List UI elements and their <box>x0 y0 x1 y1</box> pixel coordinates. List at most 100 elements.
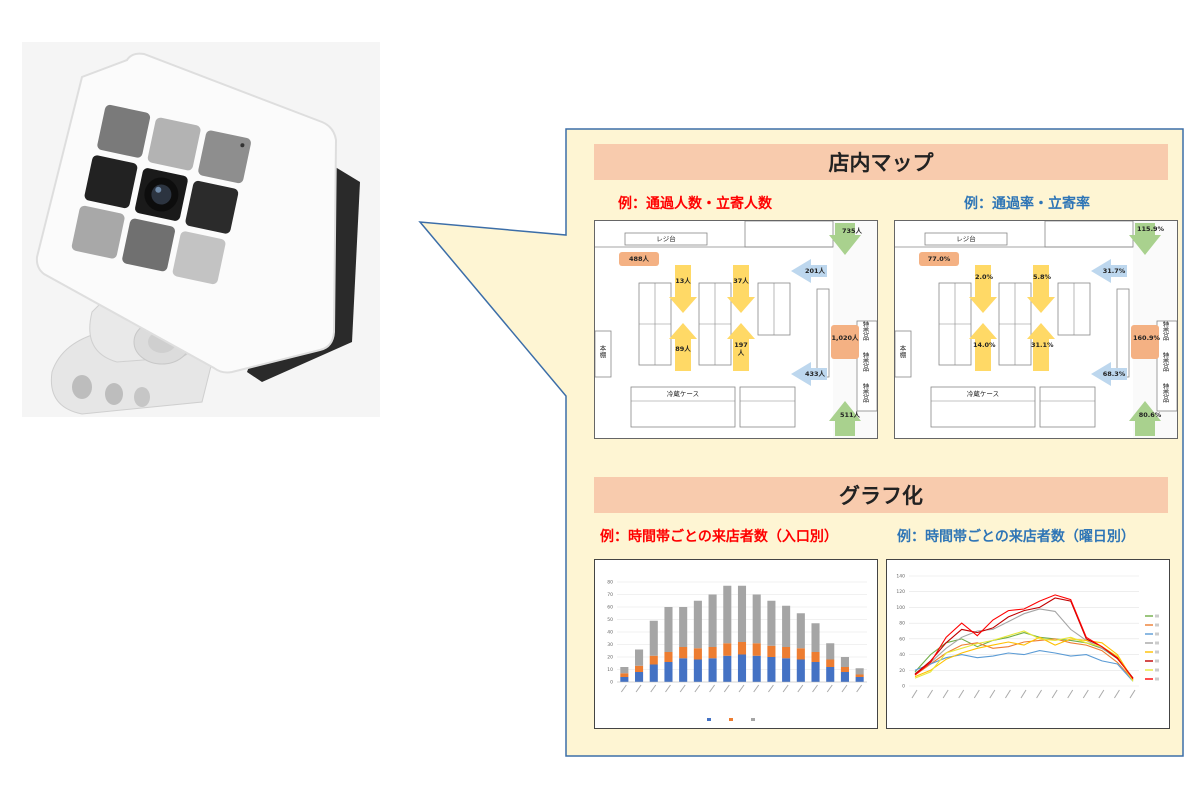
rate-side-box: 160.9% <box>1133 334 1161 342</box>
bar-segment <box>664 607 673 652</box>
camera-device-photo <box>22 42 380 417</box>
bar-segment <box>723 643 732 656</box>
map-section-title: 店内マップ <box>594 144 1168 180</box>
line-x-tick-mark <box>1051 689 1058 699</box>
bar-segment <box>708 647 717 659</box>
bar-x-tick-mark <box>768 684 774 693</box>
line-y-tick-label: 80 <box>899 621 905 627</box>
bar-segment <box>855 668 864 675</box>
bar-x-tick-mark <box>826 684 833 693</box>
line-x-tick-mark <box>927 689 933 699</box>
bar-segment <box>664 652 673 662</box>
bar-segment <box>679 647 688 659</box>
line-series <box>914 630 1134 682</box>
bar-segment <box>782 658 791 682</box>
bar-segment <box>737 642 747 655</box>
line-series <box>914 597 1134 679</box>
bookshelf-label: 本棚 <box>898 345 906 358</box>
bar-legend-swatch <box>751 718 755 721</box>
rate-entrance-bottom: 80.6% <box>1138 411 1162 419</box>
bar-segment <box>620 673 629 677</box>
bar-legend-swatch <box>729 718 733 721</box>
bar-x-tick-mark <box>723 684 730 693</box>
bar-x-tick-mark <box>738 684 745 693</box>
bar-segment <box>767 645 776 657</box>
special-label-2: 特売品 <box>1161 352 1169 372</box>
bar-segment <box>782 605 791 647</box>
bar-segment <box>752 594 761 644</box>
graph-left-subtitle: 例：時間帯ごとの来店者数（入口別） <box>600 529 838 545</box>
count-side-box: 1,020人 <box>831 334 859 342</box>
line-series <box>914 594 1134 680</box>
bar-segment <box>635 672 644 682</box>
bar-segment <box>649 620 658 656</box>
bar-y-tick-label: 60 <box>607 605 613 611</box>
special-label-2: 特売品 <box>861 352 869 372</box>
bar-segment <box>826 643 835 660</box>
bar-segment <box>811 623 820 652</box>
line-y-tick-label: 100 <box>896 605 905 611</box>
bar-segment <box>649 655 658 665</box>
line-x-tick-mark <box>1129 689 1136 699</box>
line-x-tick-mark <box>1082 689 1089 699</box>
map-right-subtitle: 例：通過率・立寄率 <box>964 196 1090 212</box>
count-in-top: 201人 <box>804 267 826 275</box>
line-x-tick-mark <box>1020 689 1027 699</box>
bar-segment <box>708 594 717 647</box>
bar-x-tick-mark <box>620 684 627 693</box>
bar-segment <box>649 664 658 682</box>
bar-segment <box>796 648 805 660</box>
bar-x-tick-mark <box>650 684 657 693</box>
count-in-bottom: 433人 <box>804 370 826 378</box>
bar-segment <box>635 665 644 672</box>
count-entrance-bottom: 511人 <box>839 411 861 419</box>
bookshelf-label: 本棚 <box>598 345 606 358</box>
store-map-rates-layout <box>895 221 1177 438</box>
bar-segment <box>752 655 761 682</box>
line-y-tick-label: 20 <box>899 668 905 674</box>
bar-segment <box>723 585 732 644</box>
bar-segment <box>840 667 849 672</box>
special-label-3: 特売品 <box>1161 383 1169 403</box>
bar-segment <box>693 600 702 649</box>
graph-section-title: グラフ化 <box>594 477 1168 513</box>
bar-x-tick-mark <box>709 684 715 693</box>
count-up-left: 89人 <box>675 345 691 353</box>
line-series <box>914 636 1134 680</box>
graph-right-subtitle: 例：時間帯ごとの来店者数（曜日別） <box>897 529 1135 545</box>
line-x-tick-mark <box>1005 689 1011 699</box>
bar-segment <box>693 648 702 660</box>
register-label: レジ台 <box>656 235 676 243</box>
line-legend-label-mark <box>1155 614 1159 618</box>
bar-segment <box>679 607 688 647</box>
line-x-tick-mark <box>989 689 996 699</box>
bar-x-tick-mark <box>782 684 789 693</box>
bar-segment <box>767 600 776 646</box>
bar-segment <box>664 662 673 682</box>
store-map-counts: レジ台 冷蔵ケース 本棚 特売品 特売品 特売品 735人 511人 1,020… <box>594 220 878 439</box>
line-x-tick-mark <box>942 689 949 699</box>
bar-y-tick-label: 70 <box>607 592 613 598</box>
line-y-tick-label: 60 <box>899 636 905 642</box>
line-y-tick-label: 0 <box>902 684 905 690</box>
rate-in-bottom: 68.3% <box>1102 370 1126 378</box>
bar-segment <box>737 585 747 642</box>
line-x-tick-mark <box>1036 689 1042 699</box>
line-y-tick-label: 120 <box>896 589 905 595</box>
bar-x-tick-mark <box>856 684 863 693</box>
line-legend-label-mark <box>1155 659 1159 663</box>
bar-x-tick-mark <box>841 684 848 693</box>
line-x-tick-mark <box>958 689 965 699</box>
bar-x-tick-mark <box>812 684 818 693</box>
line-legend-label-mark <box>1155 668 1159 672</box>
analysis-panel: 店内マップ 例：通過人数・立寄人数 例：通過率・立寄率 <box>566 129 1183 756</box>
line-x-tick-mark <box>1114 689 1120 699</box>
line-x-tick-mark <box>1098 689 1105 699</box>
bar-x-tick-mark <box>665 684 671 693</box>
line-x-tick-mark <box>911 689 918 699</box>
bar-segment <box>811 652 820 662</box>
bar-segment <box>855 674 864 677</box>
camera-device-illustration <box>22 42 380 417</box>
